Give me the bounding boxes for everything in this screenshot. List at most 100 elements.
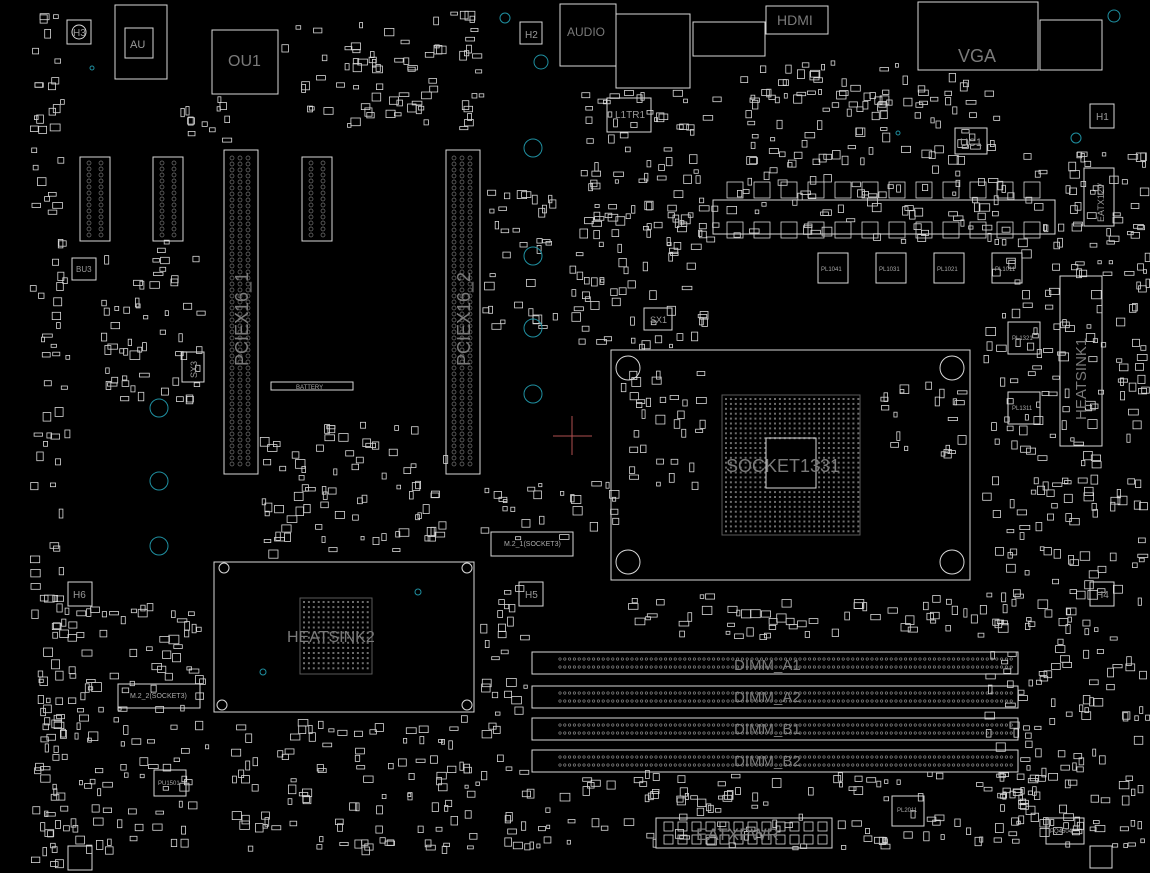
socket-pad: [783, 530, 786, 533]
chipset-pad: [356, 662, 359, 665]
socket-pad: [827, 525, 830, 528]
socket-pad: [823, 432, 825, 435]
socket-pad: [832, 407, 835, 410]
dimm-pin: [649, 665, 653, 669]
pcie-pin: [237, 161, 243, 167]
label-eatx12v: EATX12V: [1096, 183, 1106, 222]
socket-pad: [842, 476, 845, 479]
header-pin: [320, 178, 326, 184]
chipset-pad: [317, 616, 320, 619]
socket-pad: [847, 481, 850, 484]
socket-pad: [842, 427, 845, 430]
socket-pad: [749, 476, 752, 479]
chipset-pad: [322, 601, 325, 603]
pcie-pin: [467, 335, 473, 341]
pcie-pin: [467, 197, 473, 203]
label-pl1311: PL1311: [1012, 406, 1033, 412]
socket-pad: [759, 476, 762, 479]
header-pin: [171, 196, 177, 202]
socket-pad: [823, 442, 825, 445]
socket-pad: [759, 412, 762, 415]
pcie-pin: [451, 227, 457, 233]
pcie-pin: [467, 227, 473, 233]
socket-pad: [847, 407, 850, 410]
dimm-pin: [596, 665, 600, 669]
socket-pad: [734, 510, 737, 513]
label-au: AU: [130, 39, 145, 51]
pcie-pin: [229, 275, 235, 281]
socket-pad: [783, 398, 786, 400]
socket-pad: [832, 525, 835, 528]
socket-pad: [734, 491, 737, 494]
socket-pad: [749, 520, 752, 523]
socket-pad: [847, 451, 850, 454]
dimm-pin: [572, 657, 576, 661]
pcie-pin: [451, 173, 457, 179]
pcie-pin: [459, 431, 465, 437]
dimm-pin: [563, 657, 567, 661]
socket-pad: [808, 422, 811, 425]
header-pin: [171, 214, 177, 220]
pcie-pin: [245, 317, 251, 323]
socket-pad: [734, 530, 737, 533]
label-heatsink1: HEATSINK1: [1073, 338, 1090, 420]
socket-pad: [847, 427, 850, 430]
pcie-pin: [229, 407, 235, 413]
socket-pad: [744, 500, 747, 503]
pcie-pin: [467, 353, 473, 359]
pcie-pin: [451, 461, 457, 467]
socket-pad: [808, 515, 811, 518]
socket-pad: [827, 402, 830, 405]
chipset-pad: [312, 621, 315, 624]
socket-pad: [818, 500, 821, 503]
socket-pad: [725, 417, 727, 420]
pcie-pin: [451, 353, 457, 359]
socket-pad: [818, 437, 821, 440]
pcie-pin: [245, 455, 251, 461]
socket-pad: [847, 486, 850, 489]
socket-pad: [803, 398, 806, 400]
socket-pad: [803, 496, 806, 498]
chipset-pad: [366, 657, 369, 660]
pcie-pin: [229, 329, 235, 335]
pcie-pin: [459, 263, 465, 269]
socket-pad: [783, 520, 786, 523]
header-pin: [159, 190, 165, 196]
socket-pad: [818, 481, 821, 484]
socket-pad: [729, 486, 732, 489]
socket-pad: [852, 496, 855, 498]
socket-pad: [783, 417, 786, 420]
socket-pad: [857, 417, 860, 420]
pcie-pin: [229, 431, 235, 437]
socket-pad: [754, 481, 757, 484]
socket-pad: [832, 432, 835, 435]
header-pin: [320, 166, 326, 172]
header-pin: [171, 208, 177, 214]
pcie-pin: [459, 395, 465, 401]
pcie-pin: [229, 227, 235, 233]
chipset-pad: [342, 662, 345, 665]
dimm-pin: [606, 657, 610, 661]
dimm-pin: [740, 665, 744, 669]
socket-pad: [749, 398, 752, 400]
socket-pad: [739, 422, 742, 425]
socket-pad: [764, 500, 767, 503]
socket-pad: [823, 427, 825, 430]
socket-pad: [827, 500, 830, 503]
pcie-pin: [459, 341, 465, 347]
pcie-pin: [451, 257, 457, 263]
label-bu3: BU3: [76, 265, 92, 274]
socket-pad: [725, 520, 727, 523]
pcie-pin: [245, 215, 251, 221]
socket-pad: [739, 412, 742, 415]
pcie-pin: [451, 197, 457, 203]
socket-pad: [818, 432, 821, 435]
socket-pad: [857, 447, 860, 449]
pcie-pin: [459, 239, 465, 245]
pcie-pin: [467, 419, 473, 425]
socket-pad: [754, 510, 757, 513]
dimm-pin: [640, 657, 644, 661]
dimm-pin: [707, 665, 711, 669]
socket-pad: [798, 510, 801, 513]
dimm-pin: [731, 657, 735, 661]
